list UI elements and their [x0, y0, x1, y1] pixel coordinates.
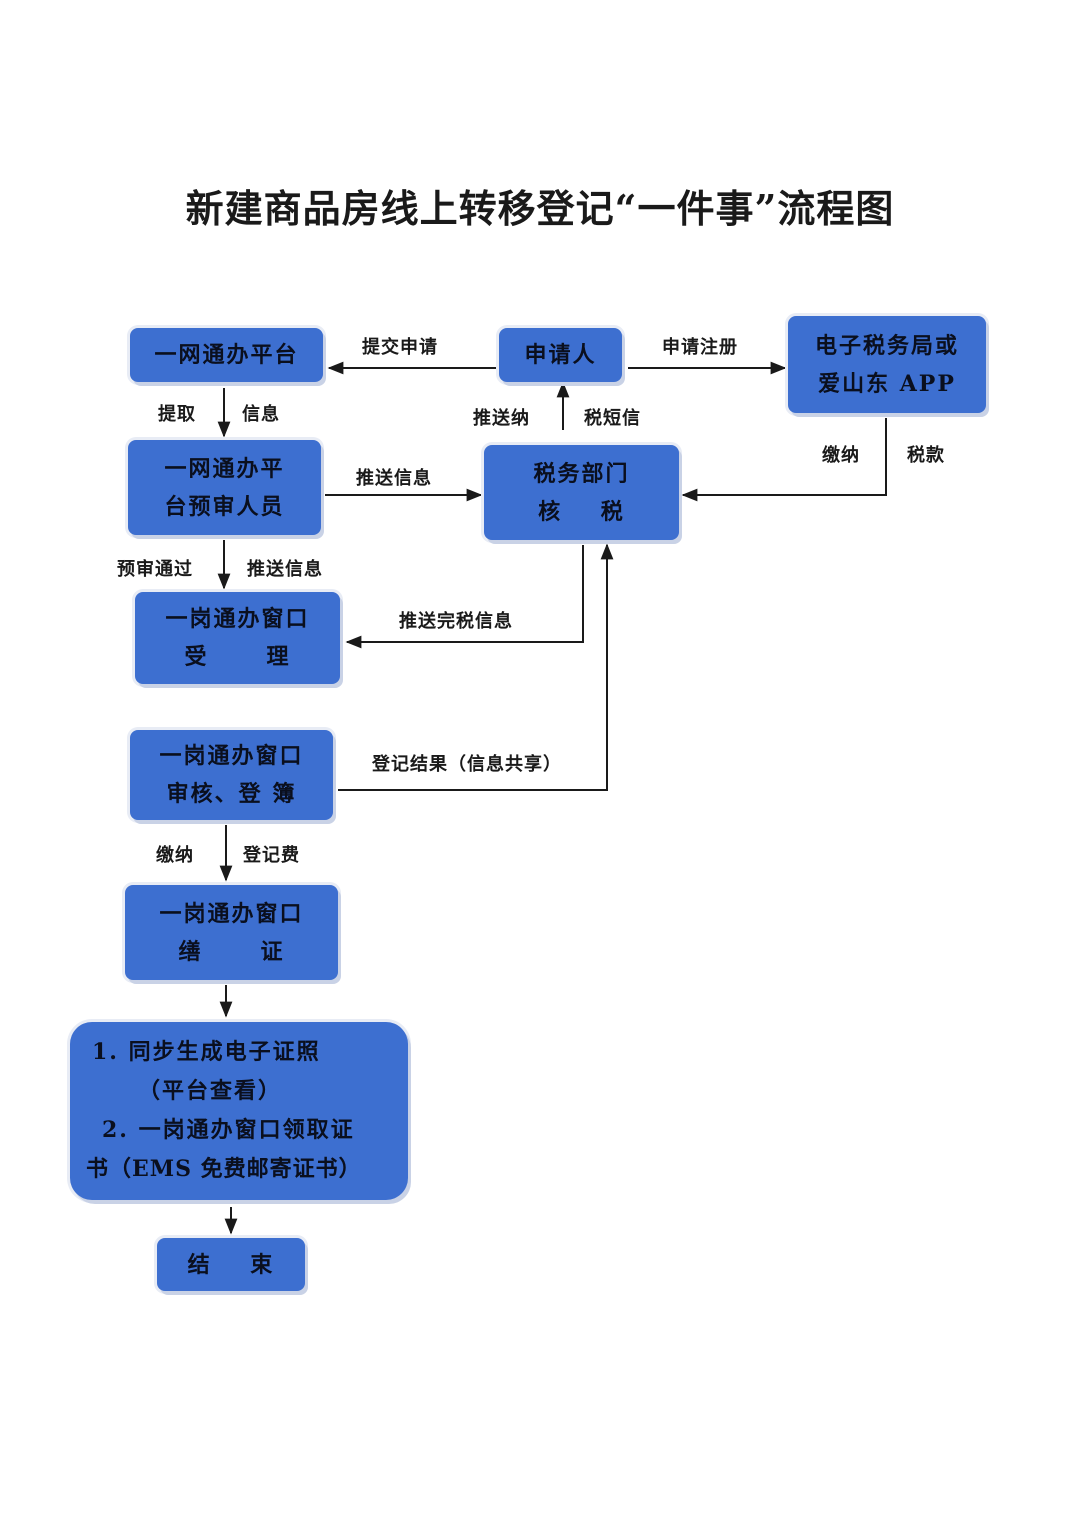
- label-pay-b: 税款: [907, 445, 945, 466]
- node-tax: 税务部门 核 税: [484, 445, 679, 540]
- node-etax: 电子税务局或 爱山东 APP: [788, 316, 986, 413]
- node-certify-line-2: 缮 证: [178, 938, 285, 965]
- node-output: 1. 同步生成电子证照 （平台查看） 2. 一岗通办窗口领取证 书（EMS 免费…: [70, 1022, 408, 1200]
- node-tax-line-2: 核 税: [538, 498, 625, 525]
- label-pre-pass: 预审通过: [117, 559, 193, 580]
- label-reg-result: 登记结果（信息共享）: [372, 754, 562, 775]
- arrow-register-to-tax: [338, 543, 614, 791]
- node-output-line-2: （平台查看）: [138, 1078, 283, 1104]
- node-output-line-3: 2. 一岗通办窗口领取证: [102, 1117, 355, 1143]
- node-platform: 一网通办平台: [130, 328, 323, 382]
- node-etax-line-2: 爱山东 APP: [818, 370, 956, 397]
- node-output-line-4: 书（EMS 免费邮寄证书）: [86, 1156, 362, 1182]
- node-accept-line-2: 受 理: [184, 644, 291, 670]
- label-fee-a: 缴纳: [156, 845, 194, 866]
- arrow-tax-to-accept: [345, 545, 584, 649]
- label-fee-b: 登记费: [243, 845, 300, 866]
- label-pre-push: 推送信息: [247, 559, 323, 580]
- label-pay-a: 缴纳: [822, 445, 860, 466]
- node-certify-line-1: 一岗通办窗口: [159, 900, 304, 927]
- node-platform-line: 一网通办平台: [154, 342, 299, 368]
- node-end: 结 束: [157, 1238, 305, 1291]
- node-tax-line-1: 税务部门: [533, 460, 630, 487]
- page-title: 新建商品房线上转移登记“一件事”流程图: [185, 186, 895, 231]
- node-register-line-1: 一岗通办窗口: [159, 743, 304, 769]
- label-fetch-a: 提取: [158, 404, 196, 425]
- label-push-pay: 推送纳: [473, 408, 530, 429]
- label-register-apply: 申请注册: [662, 337, 738, 358]
- node-prereview-line-2: 台预审人员: [164, 493, 285, 520]
- label-push-info: 推送信息: [356, 468, 432, 489]
- arrow-etax-to-tax: [681, 418, 887, 502]
- node-register: 一岗通办窗口 审核、登 簿: [130, 730, 333, 820]
- node-output-line-1: 1. 同步生成电子证照: [92, 1039, 321, 1065]
- node-applicant: 申请人: [499, 328, 622, 382]
- node-certify: 一岗通办窗口 缮 证: [125, 885, 338, 980]
- node-applicant-line: 申请人: [524, 342, 597, 368]
- node-accept: 一岗通办窗口 受 理: [135, 592, 340, 684]
- label-push-done-tax: 推送完税信息: [399, 611, 513, 632]
- label-tax-sms: 税短信: [584, 408, 641, 429]
- node-etax-line-1: 电子税务局或: [814, 332, 959, 359]
- node-prereview-line-1: 一网通办平: [164, 455, 285, 482]
- node-prereview: 一网通办平 台预审人员: [128, 440, 321, 535]
- node-accept-line-1: 一岗通办窗口: [165, 606, 310, 632]
- node-register-line-2: 审核、登 簿: [166, 781, 297, 807]
- label-submit: 提交申请: [362, 337, 438, 358]
- node-end-line: 结 束: [187, 1251, 275, 1278]
- label-fetch-b: 信息: [242, 404, 280, 425]
